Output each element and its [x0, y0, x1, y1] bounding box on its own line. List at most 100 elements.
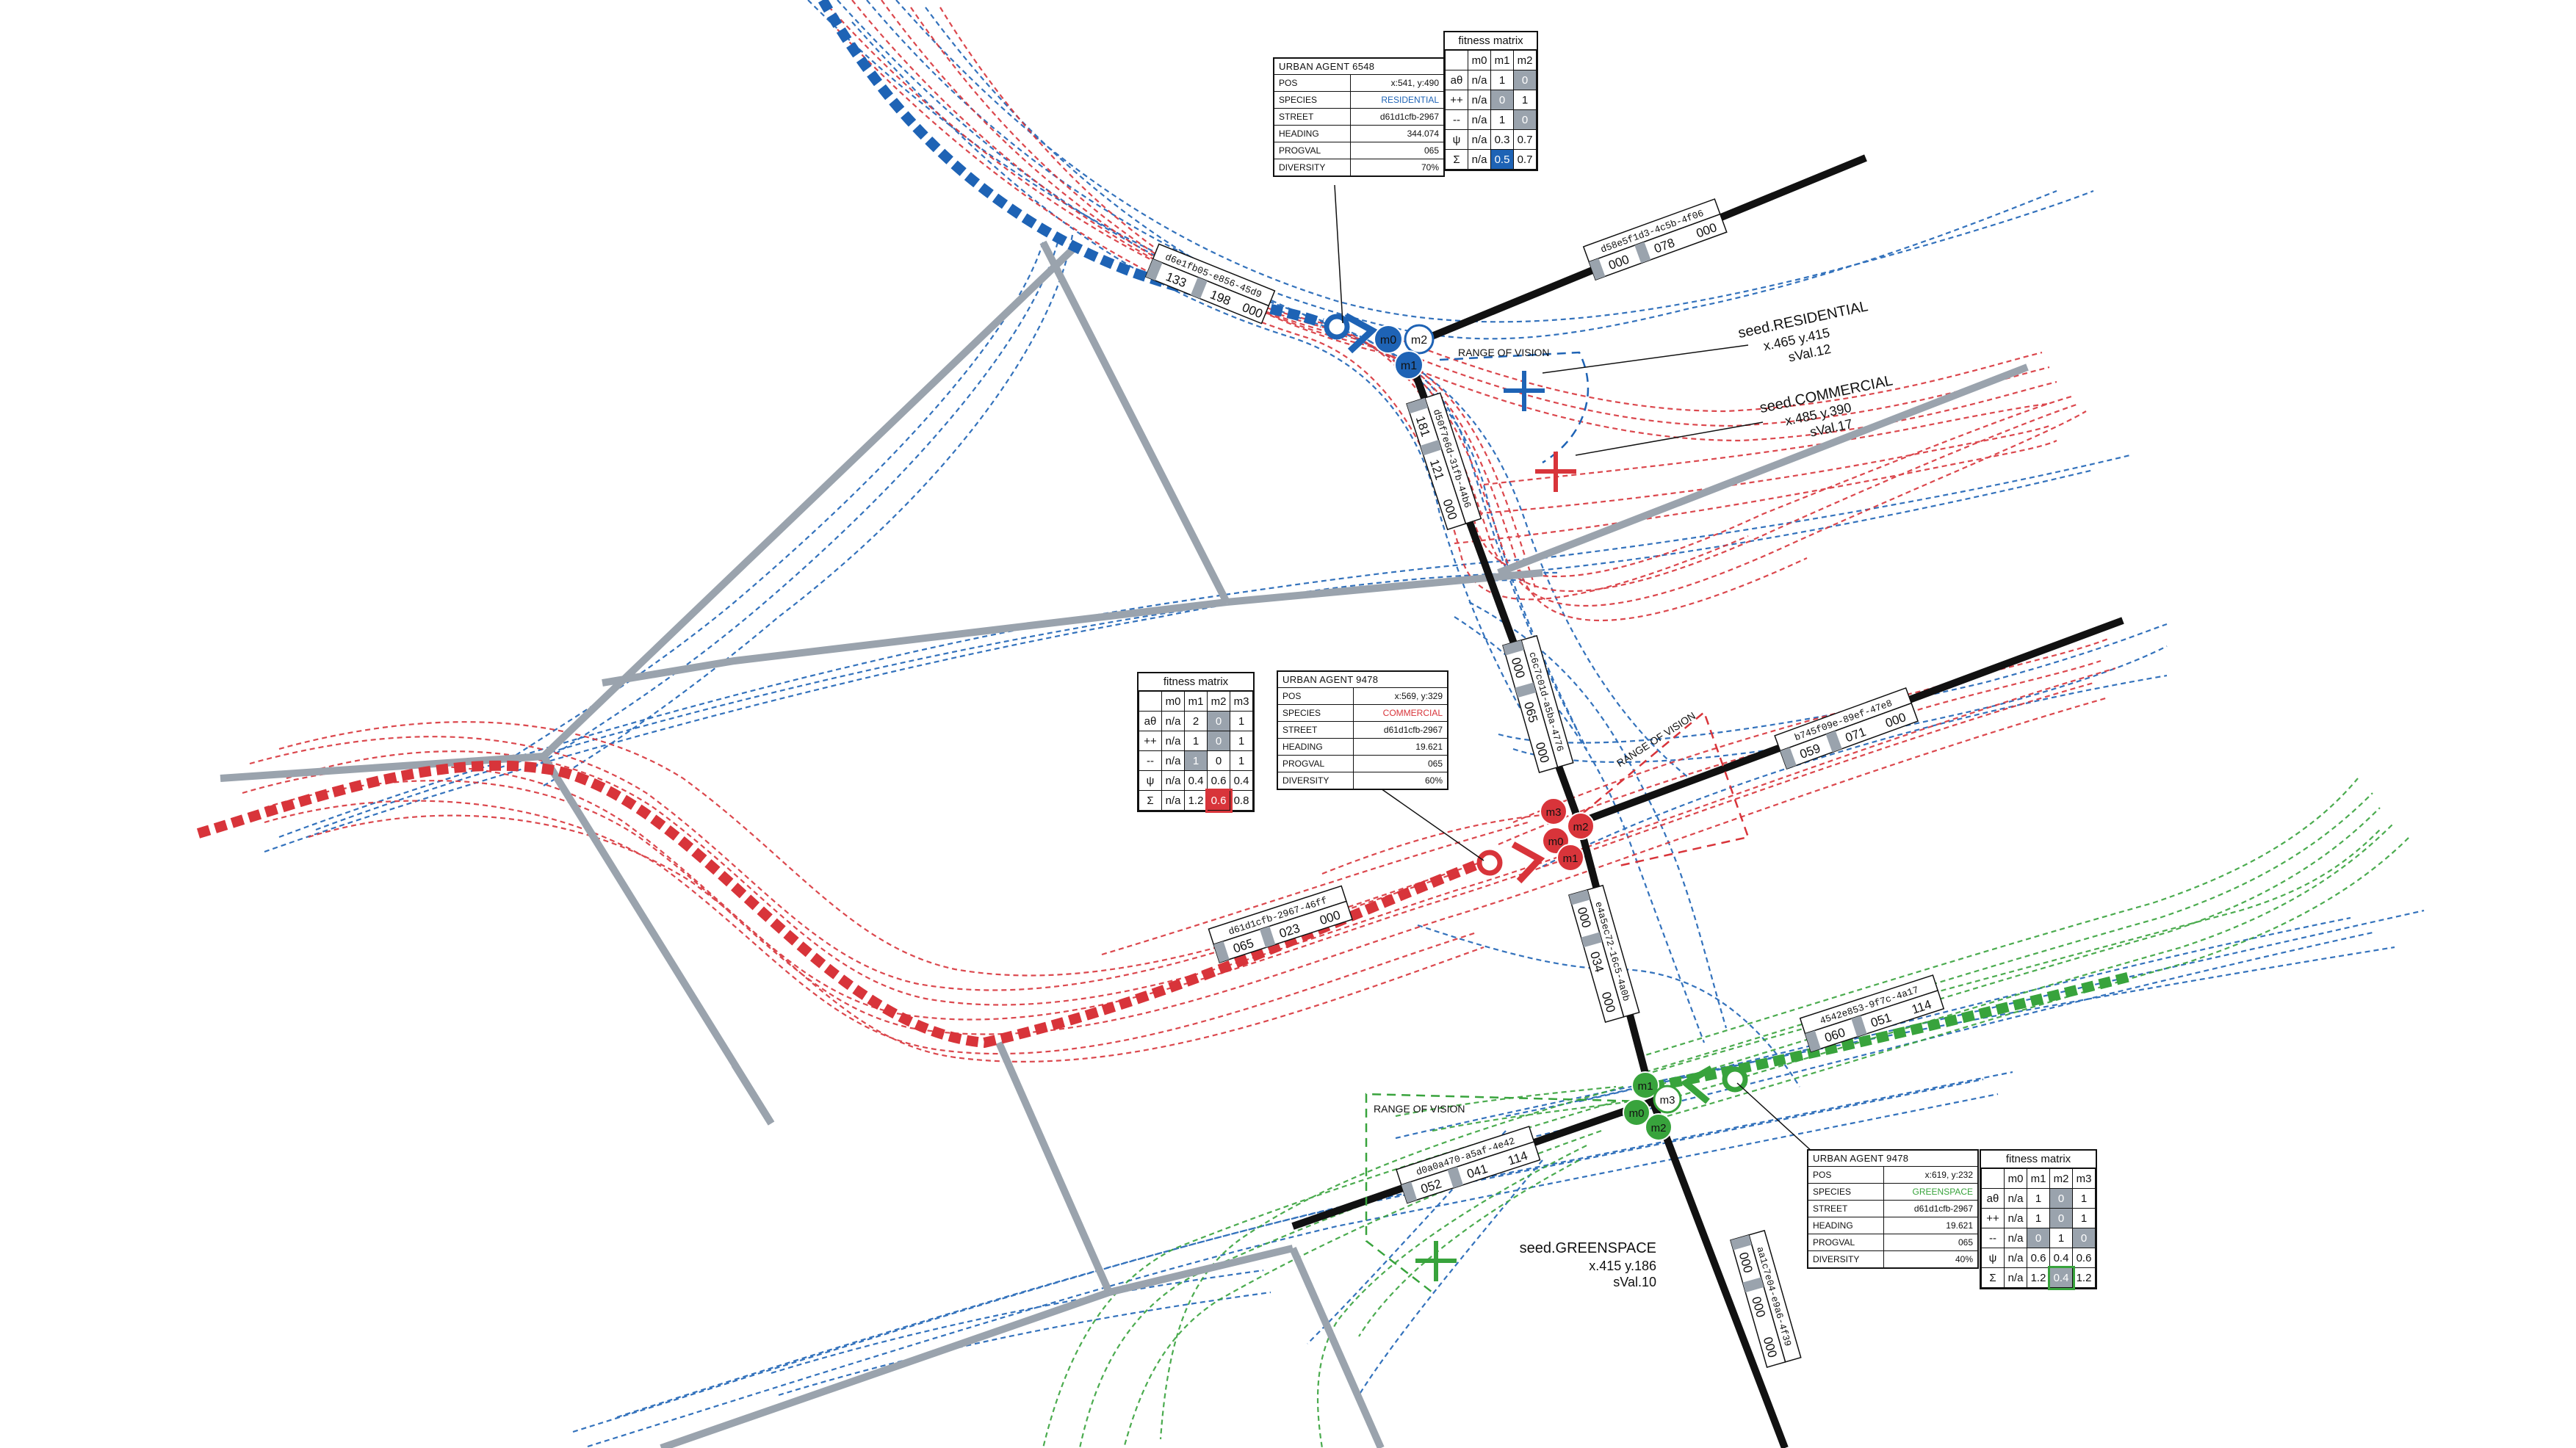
matrix-cell: 0.6 [2027, 1248, 2050, 1268]
matrix-cell: 0.5 [1490, 149, 1514, 170]
street-label-s8: d0a0a470-a5af-4e42 052 041 114 [1396, 1126, 1541, 1204]
matrix-cell: HEADING [1808, 1217, 1884, 1234]
matrix-cell: HEADING [1278, 738, 1354, 756]
matrix-cell: 0 [1513, 109, 1537, 130]
matrix-cell: 1 [1184, 750, 1208, 771]
range-of-vision-label-blue: RANGE OF VISION [1458, 347, 1549, 358]
matrix-cell: Σ [1139, 790, 1162, 811]
matrix-cell: 065 [1883, 1234, 1977, 1251]
matrix-cell: Σ [1981, 1267, 2005, 1288]
matrix-cell: 0.4 [1184, 770, 1208, 791]
matrix-cell: 0.3 [1490, 129, 1514, 150]
matrix-cell: n/a [1161, 790, 1185, 811]
matrix-cell: 1.2 [2027, 1267, 2050, 1288]
matrix-cell: 40% [1883, 1250, 1977, 1267]
svg-text:m0: m0 [1548, 836, 1564, 848]
species-value: GREENSPACE [1883, 1183, 1977, 1201]
street-label-s6: c6c7c01d-a5ba-4776 000 065 000 [1502, 634, 1574, 773]
svg-text:m0: m0 [1380, 334, 1396, 347]
secondary-streets [220, 240, 2029, 1448]
matrix-cell: 1 [2072, 1208, 2096, 1228]
matrix-cell: x:569, y:329 [1353, 688, 1447, 705]
matrix-cell: n/a [2004, 1208, 2027, 1228]
matrix-cell: 0 [1207, 711, 1230, 731]
matrix-cell: n/a [2004, 1188, 2027, 1209]
street-label-s4: d61d1cfb-2967-46ff 065 023 000 [1208, 885, 1353, 963]
matrix-cell: PROGVAL [1808, 1234, 1884, 1251]
matrix-cell: STREET [1278, 721, 1354, 739]
candidate-m2-red [1567, 812, 1595, 840]
svg-text:m0: m0 [1629, 1107, 1645, 1120]
matrix-cell: 0.4 [2049, 1248, 2073, 1268]
matrix-cell: n/a [1161, 731, 1185, 751]
matrix-cell: aθ [1981, 1188, 2005, 1209]
matrix-cell: n/a [1468, 129, 1491, 150]
matrix-cell: m1 [2027, 1168, 2050, 1189]
svg-text:m1: m1 [1638, 1080, 1653, 1093]
matrix-cell: m1 [1490, 50, 1514, 70]
svg-text:m1: m1 [1563, 852, 1579, 865]
matrix-cell: m2 [2049, 1168, 2073, 1189]
matrix-cell: m0 [2004, 1168, 2027, 1189]
matrix-cell: 60% [1353, 772, 1447, 789]
seed-residential-label: seed.RESIDENTIAL x.465 y.415 sVal.12 [1736, 298, 1869, 365]
matrix-cell: -- [1445, 109, 1468, 130]
matrix-cell: 1 [1513, 90, 1537, 110]
matrix-cell: 0.4 [2047, 1265, 2075, 1290]
leader-lines [1334, 184, 1822, 1161]
street-label-s3: d50f7e6d-31fb-44b6 181 121 000 [1406, 392, 1482, 531]
svg-text:m2: m2 [1651, 1122, 1667, 1134]
matrix-cell: 065 [1353, 755, 1447, 772]
matrix-cell: 1 [2027, 1208, 2050, 1228]
agent-route-highlights [196, 0, 2132, 1092]
matrix-cell [1139, 691, 1162, 712]
matrix-cell: x:619, y:232 [1883, 1167, 1977, 1184]
svg-text:x.415 y.186: x.415 y.186 [1589, 1259, 1656, 1273]
greenspace-agent-trails [1042, 778, 2410, 1448]
candidate-m2-green [1645, 1113, 1673, 1141]
matrix-cell: 0 [1490, 90, 1514, 110]
matrix-cell: n/a [1468, 149, 1491, 170]
matrix-cell: m3 [1230, 691, 1253, 712]
matrix-cell: x:541, y:490 [1350, 75, 1443, 92]
matrix-cell: d61d1cfb-2967 [1883, 1200, 1977, 1217]
svg-text:seed.GREENSPACE: seed.GREENSPACE [1520, 1240, 1656, 1256]
matrix-cell: DIVERSITY [1813, 1254, 1860, 1264]
matrix-cell: 065 [1350, 142, 1443, 159]
candidate-m1-red [1556, 844, 1584, 872]
matrix-cell: ++ [1981, 1208, 2005, 1228]
matrix-cell: m3 [2072, 1168, 2096, 1189]
candidate-m0-green [1623, 1098, 1650, 1126]
matrix-cell: ++ [1139, 731, 1162, 751]
matrix-cell: DIVERSITY [1282, 775, 1330, 786]
matrix-cell: POS [1274, 75, 1351, 92]
matrix-cell: POS [1808, 1167, 1884, 1184]
matrix-cell: 0.6 [2072, 1248, 2096, 1268]
candidate-m3-red [1540, 797, 1567, 825]
matrix-cell: ψ [1445, 129, 1468, 150]
matrix-cell: 1 [2072, 1188, 2096, 1209]
matrix-cell: 0.6 [1205, 788, 1233, 813]
matrix-cell: aθ [1139, 711, 1162, 731]
